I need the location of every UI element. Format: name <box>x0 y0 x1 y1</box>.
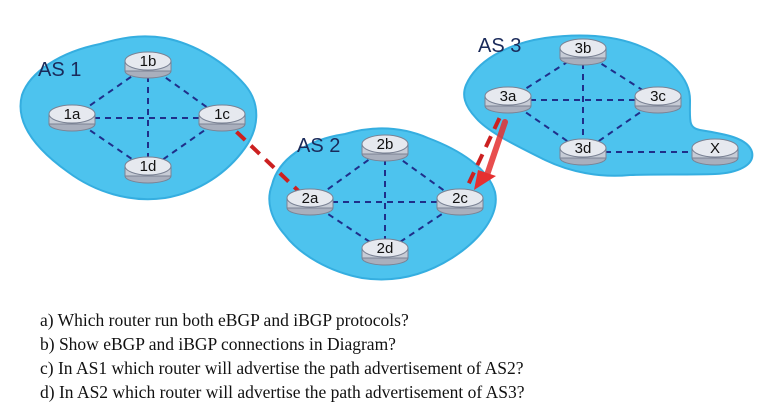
router-label-1a: 1a <box>64 106 81 123</box>
ebgp-links <box>220 99 510 204</box>
question-c: c) In AS1 which router will advertise th… <box>40 358 524 378</box>
router-icon <box>361 134 409 154</box>
routers: 1a 1b 1c 1d 2a 2b 2c 2d 3a 3b 3c 3d X <box>48 38 739 266</box>
router-icon <box>361 238 409 258</box>
router-icon <box>124 156 172 176</box>
question-b: b) Show eBGP and iBGP connections in Dia… <box>40 334 396 354</box>
question-list: a) Which router run both eBGP and iBGP p… <box>40 308 760 404</box>
router-label-3c: 3c <box>650 88 666 105</box>
bgp-network-diagram: 1a 1b 1c 1d 2a 2b 2c 2d 3a 3b 3c 3d X AS 1 AS 2 AS 3 <box>19 34 754 281</box>
as-clouds <box>19 34 754 281</box>
router-label-2d: 2d <box>377 240 394 257</box>
router-1a: 1a <box>48 104 96 132</box>
ebgp-link-1c-2a <box>220 116 312 204</box>
router-label-3a: 3a <box>500 88 517 105</box>
router-icon <box>286 188 334 208</box>
as-labels: AS 1 AS 2 AS 3 <box>38 35 521 157</box>
router-3d: 3d <box>559 138 607 166</box>
router-1c: 1c <box>198 104 246 132</box>
as1-label: AS 1 <box>38 59 81 81</box>
router-1d: 1d <box>124 156 172 184</box>
as3-cloud <box>463 34 754 177</box>
router-x: X <box>691 138 739 166</box>
question-d: d) In AS2 which router will advertise th… <box>40 382 525 402</box>
router-label-2b: 2b <box>377 136 394 153</box>
router-label-2c: 2c <box>452 190 468 207</box>
router-icon <box>484 86 532 106</box>
as2-cloud <box>268 127 497 281</box>
router-label-x: X <box>710 140 720 157</box>
router-3b: 3b <box>559 38 607 66</box>
router-2d: 2d <box>361 238 409 266</box>
router-label-1c: 1c <box>214 106 230 123</box>
router-icon <box>198 104 246 124</box>
advertisement-arrow <box>474 119 508 190</box>
router-icon <box>48 104 96 124</box>
router-2b: 2b <box>361 134 409 162</box>
router-icon <box>634 86 682 106</box>
router-label-3d: 3d <box>575 140 592 157</box>
router-label-1b: 1b <box>140 53 157 70</box>
router-icon <box>691 138 739 158</box>
router-label-1d: 1d <box>140 158 157 175</box>
as2-label: AS 2 <box>297 135 340 157</box>
router-3c: 3c <box>634 86 682 114</box>
router-2c: 2c <box>436 188 484 216</box>
question-a: a) Which router run both eBGP and iBGP p… <box>40 310 409 330</box>
router-3a: 3a <box>484 86 532 114</box>
as3-label: AS 3 <box>478 35 521 57</box>
router-label-3b: 3b <box>575 40 592 57</box>
router-icon <box>559 138 607 158</box>
advertisement-arrow-head <box>474 170 496 190</box>
router-icon <box>559 38 607 58</box>
router-icon <box>124 51 172 71</box>
advertisement-arrow-shaft <box>483 119 508 181</box>
router-label-2a: 2a <box>302 190 319 207</box>
router-1b: 1b <box>124 51 172 79</box>
router-icon <box>436 188 484 208</box>
router-2a: 2a <box>286 188 334 216</box>
